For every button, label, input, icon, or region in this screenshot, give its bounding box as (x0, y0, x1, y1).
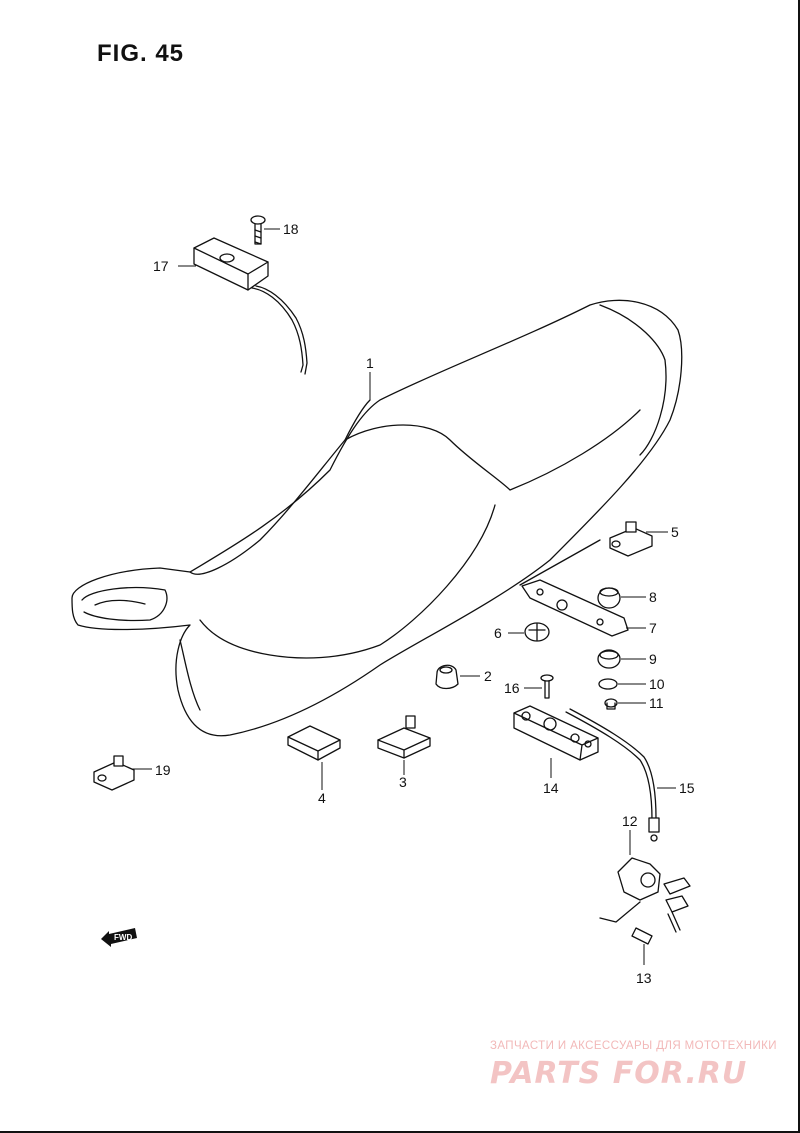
callout-13: 13 (636, 970, 652, 986)
part-17-box (193, 237, 308, 375)
callout-6: 6 (494, 625, 502, 641)
part-12-seat-lock (617, 857, 691, 933)
callout-19: 19 (155, 762, 171, 778)
callout-16: 16 (504, 680, 520, 696)
part-15-cable (565, 708, 660, 842)
callout-11: 11 (649, 695, 664, 711)
callout-14: 14 (543, 780, 559, 796)
fwd-label: FWD (114, 933, 132, 942)
callout-3: 3 (399, 774, 407, 790)
part-16-screw (540, 674, 554, 699)
watermark-logo: PARTS FOR.RU (490, 1056, 748, 1091)
callout-7: 7 (649, 620, 657, 636)
part-19-bracket (93, 755, 135, 791)
watermark-tagline: ЗАПЧАСТИ И АКСЕССУАРЫ ДЛЯ МОТОТЕХНИКИ (490, 1040, 777, 1052)
callout-2: 2 (484, 668, 492, 684)
part-5-bracket (609, 521, 653, 557)
seat-part (71, 299, 683, 737)
part-9-damper (597, 649, 621, 669)
part-18-screw (250, 215, 266, 245)
part-2-cushion (435, 664, 459, 690)
callout-9: 9 (649, 651, 657, 667)
callout-10: 10 (649, 676, 665, 692)
callout-8: 8 (649, 589, 657, 605)
callout-4: 4 (318, 790, 326, 806)
part-4-pad (287, 725, 341, 761)
part-8-cushion (597, 587, 621, 609)
fwd-direction-icon: FWD (99, 925, 139, 952)
callout-12: 12 (622, 813, 638, 829)
callout-17: 17 (153, 258, 169, 274)
part-10-washer (598, 678, 618, 690)
part-3-bracket (377, 715, 431, 759)
callout-1: 1 (366, 355, 374, 371)
callout-5: 5 (671, 524, 679, 540)
part-6-cushion (524, 622, 550, 642)
part-7-plate (521, 579, 629, 637)
callout-15: 15 (679, 780, 695, 796)
part-11-nut (604, 698, 618, 710)
figure-title: FIG. 45 (97, 40, 185, 67)
part-13-screw (599, 901, 653, 945)
part-14-lock-bracket (513, 705, 599, 761)
callout-18: 18 (283, 221, 299, 237)
